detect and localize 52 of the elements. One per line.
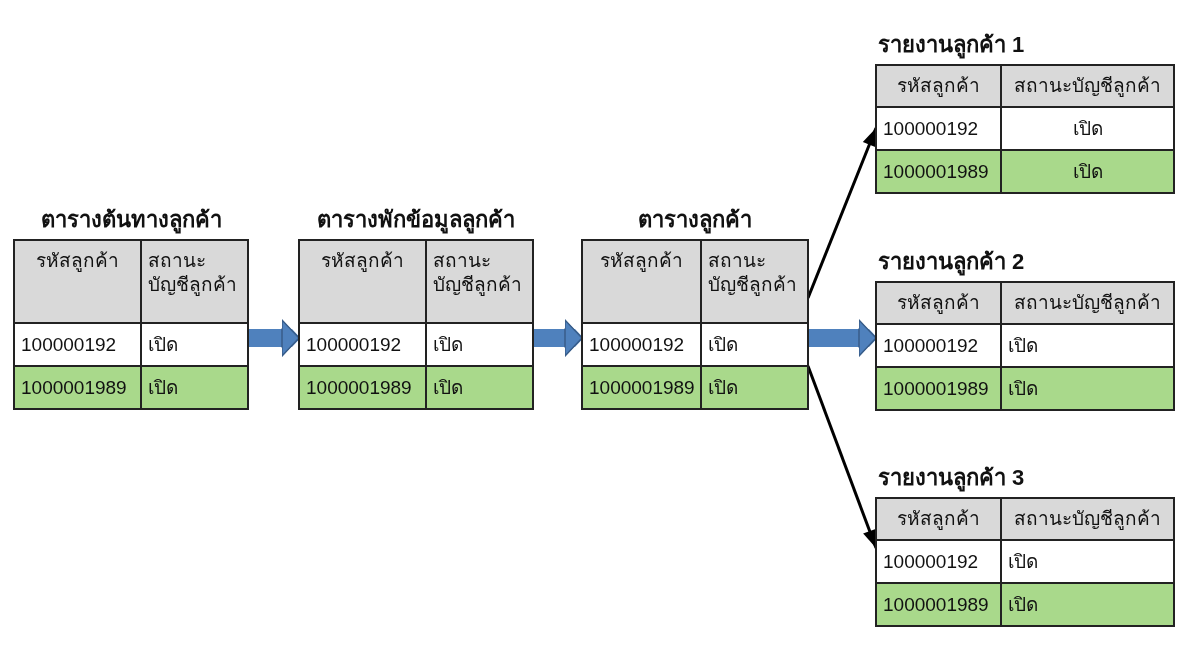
arrow bbox=[806, 365, 878, 549]
table-cell: 1000001989 bbox=[299, 366, 426, 409]
table-cell: เปิด bbox=[141, 366, 248, 409]
column-header: รหัสลูกค้า bbox=[299, 240, 426, 323]
table-cell: เปิด bbox=[1001, 540, 1174, 583]
column-header: สถานะบัญชีลูกค้า bbox=[701, 240, 808, 323]
data-table bbox=[875, 247, 1175, 411]
table-cell: เปิด bbox=[426, 366, 533, 409]
table-cell: 1000001989 bbox=[876, 367, 1001, 410]
table-cell: เปิด bbox=[1001, 583, 1174, 626]
column-header: รหัสลูกค้า bbox=[582, 240, 701, 323]
data-table bbox=[13, 205, 249, 410]
table-cell: เปิด bbox=[141, 323, 248, 366]
table-title: รายงานลูกค้า 2 bbox=[877, 248, 1026, 278]
table-cell: 100000192 bbox=[876, 324, 1001, 367]
data-table bbox=[581, 205, 809, 410]
table-cell: 100000192 bbox=[582, 323, 701, 366]
table-title: ตารางลูกค้า bbox=[637, 206, 753, 236]
table-cell: 100000192 bbox=[299, 323, 426, 366]
block-arrow bbox=[808, 319, 877, 357]
table-cell: 100000192 bbox=[876, 107, 1001, 150]
table-cell: เปิด bbox=[701, 366, 808, 409]
data-table bbox=[875, 463, 1175, 627]
column-header: รหัสลูกค้า bbox=[876, 498, 1001, 540]
table-cell: 1000001989 bbox=[582, 366, 701, 409]
table-cell: 1000001989 bbox=[876, 583, 1001, 626]
table-cell: เปิด bbox=[426, 323, 533, 366]
column-header: รหัสลูกค้า bbox=[14, 240, 141, 323]
table-cell: เปิด bbox=[1001, 324, 1174, 367]
table-cell: เปิด bbox=[701, 323, 808, 366]
table-cell: 1000001989 bbox=[876, 150, 1001, 193]
column-header: สถานะบัญชีลูกค้า bbox=[1001, 498, 1174, 540]
table-title: ตารางพักข้อมูลลูกค้า bbox=[316, 206, 516, 236]
table-title: รายงานลูกค้า 1 bbox=[877, 31, 1026, 61]
block-arrow bbox=[533, 319, 583, 357]
data-table bbox=[298, 205, 534, 410]
column-header: รหัสลูกค้า bbox=[876, 282, 1001, 324]
table-cell: 100000192 bbox=[876, 540, 1001, 583]
table-cell: 1000001989 bbox=[14, 366, 141, 409]
column-header: สถานะบัญชีลูกค้า bbox=[1001, 282, 1174, 324]
data-table bbox=[875, 30, 1175, 194]
column-header: สถานะบัญชีลูกค้า bbox=[1001, 65, 1174, 107]
column-header: รหัสลูกค้า bbox=[876, 65, 1001, 107]
table-cell: เปิด bbox=[1001, 107, 1174, 150]
column-header: สถานะบัญชีลูกค้า bbox=[141, 240, 248, 323]
table-title: ตารางต้นทางลูกค้า bbox=[39, 206, 223, 236]
table-cell: เปิด bbox=[1001, 367, 1174, 410]
block-arrow bbox=[248, 319, 300, 357]
table-cell: เปิด bbox=[1001, 150, 1174, 193]
column-header: สถานะบัญชีลูกค้า bbox=[426, 240, 533, 323]
table-cell: 100000192 bbox=[14, 323, 141, 366]
table-title: รายงานลูกค้า 3 bbox=[877, 464, 1026, 494]
